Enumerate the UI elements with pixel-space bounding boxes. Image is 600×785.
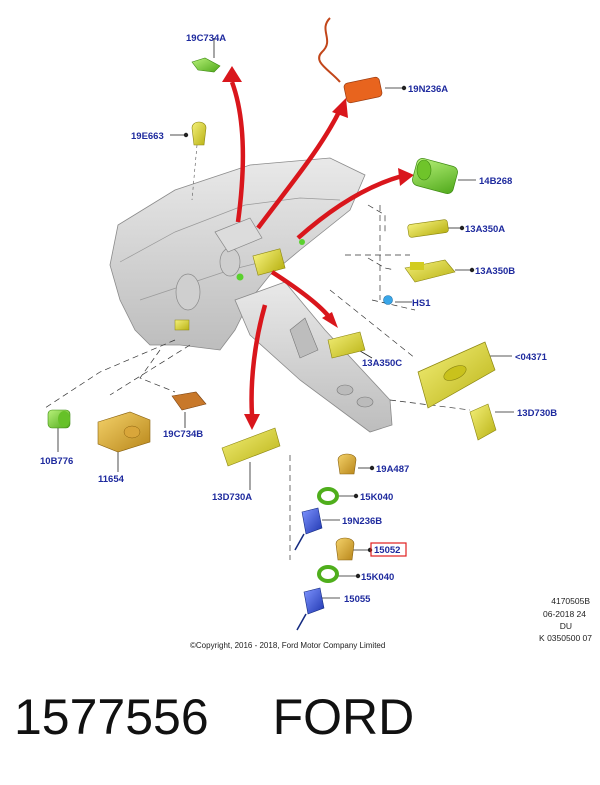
label-13A350C: 13A350C — [362, 358, 402, 369]
part-19C734A-top — [191, 57, 221, 73]
part-13A350B — [404, 259, 456, 283]
part-15K040-b — [317, 565, 339, 583]
doc-ref-line4: K 0350500 07 — [539, 633, 592, 643]
label-HS1: HS1 — [412, 298, 431, 309]
doc-reference: 4170505B 06-2018 24 DU K 0350500 07 — [539, 596, 592, 643]
part-19N236B — [294, 507, 323, 551]
part-13A350A — [407, 219, 449, 238]
part-number: 1577556 — [14, 689, 209, 745]
part-13A350C — [327, 331, 366, 359]
part-11654 — [97, 411, 151, 453]
label-15K040-a: 15K040 — [360, 492, 393, 503]
dashboard-body — [109, 157, 393, 433]
part-HS1 — [383, 295, 393, 305]
label-13A350A: 13A350A — [465, 224, 505, 235]
part-13D730B — [469, 403, 497, 441]
part-10B776 — [47, 409, 71, 429]
label-13A350B: 13A350B — [475, 266, 515, 277]
red-arrowheads — [222, 66, 414, 430]
product-caption: 1577556 FORD — [14, 688, 594, 748]
label-10B776: 10B776 — [40, 456, 73, 467]
label-15052: 15052 — [374, 545, 400, 556]
brand-name: FORD — [272, 689, 415, 745]
part-15K040-a — [317, 487, 339, 505]
label-13D730B: 13D730B — [517, 408, 557, 419]
part-19E663 — [191, 121, 207, 201]
doc-ref-line1: 4170505B — [551, 596, 590, 606]
part-14B268 — [412, 158, 458, 194]
red-arrows — [229, 81, 403, 416]
label-19N236B: 19N236B — [342, 516, 382, 527]
label-13D730A: 13D730A — [212, 492, 252, 503]
part-labels: 19C734A 19N236A 19E663 14B268 13A350A 13… — [40, 33, 557, 605]
part-19A487 — [337, 453, 357, 475]
parts-exploded-diagram: 19C734A 19N236A 19E663 14B268 13A350A 13… — [40, 17, 592, 650]
label-14B268: 14B268 — [479, 176, 512, 187]
part-13D730A — [221, 427, 281, 467]
label-19C734A-top: 19C734A — [186, 33, 226, 44]
dashed-guides — [44, 204, 471, 560]
label-19E663: 19E663 — [131, 131, 164, 142]
label-19A487: 19A487 — [376, 464, 409, 475]
part-15055 — [296, 587, 325, 631]
part-19C734B — [171, 391, 207, 411]
copyright-notice: ©Copyright, 2016 - 2018, Ford Motor Comp… — [190, 641, 385, 650]
label-15055: 15055 — [344, 594, 371, 605]
label-04371: <04371 — [515, 352, 548, 363]
label-11654: 11654 — [98, 474, 125, 485]
label-19C734B: 19C734B — [163, 429, 203, 440]
part-15052 — [335, 537, 355, 561]
doc-ref-line2: 06-2018 24 — [543, 609, 586, 619]
label-19N236A: 19N236A — [408, 84, 448, 95]
doc-ref-line3: DU — [560, 621, 572, 631]
part-19N236A — [318, 17, 383, 104]
part-04371 — [417, 341, 496, 409]
label-15K040-b: 15K040 — [361, 572, 394, 583]
highlight-box — [370, 542, 407, 557]
leader-lines — [57, 38, 514, 599]
